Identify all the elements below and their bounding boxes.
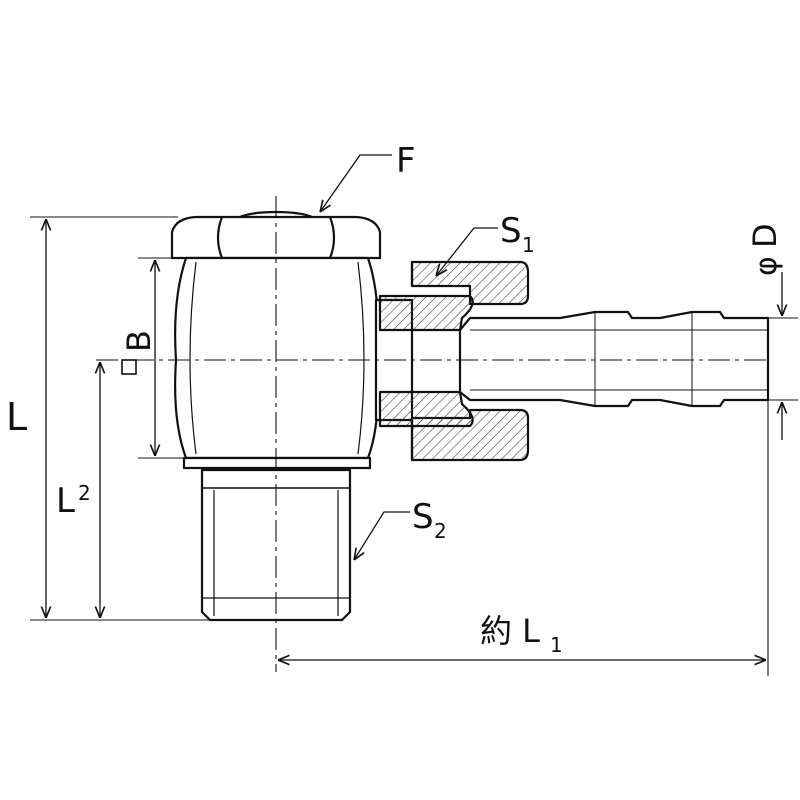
label-L2: L xyxy=(56,481,75,521)
inner-sleeve xyxy=(378,294,474,428)
label-D: D xyxy=(746,223,784,248)
collar xyxy=(182,456,372,470)
label-S1: S xyxy=(500,211,522,251)
label-S2: S xyxy=(412,497,434,537)
label-L2-sub: 2 xyxy=(78,481,91,505)
label-L1: 約 L xyxy=(480,612,540,650)
square-symbol xyxy=(121,359,137,375)
label-S1-sub: 1 xyxy=(522,233,535,257)
label-F: F xyxy=(396,141,416,181)
leader-S1 xyxy=(436,227,498,276)
label-L1-sub: 1 xyxy=(550,633,563,657)
extension-lines xyxy=(30,216,798,676)
center-lines xyxy=(96,196,770,672)
leader-F xyxy=(320,154,392,212)
leader-lines xyxy=(320,154,498,560)
label-B: B xyxy=(120,330,158,352)
dimension-lines xyxy=(46,219,782,660)
label-phi: φ xyxy=(749,256,784,276)
leader-S2 xyxy=(354,511,410,560)
hose-barb xyxy=(458,310,770,408)
label-S2-sub: 2 xyxy=(434,519,447,543)
label-L: L xyxy=(6,395,27,439)
